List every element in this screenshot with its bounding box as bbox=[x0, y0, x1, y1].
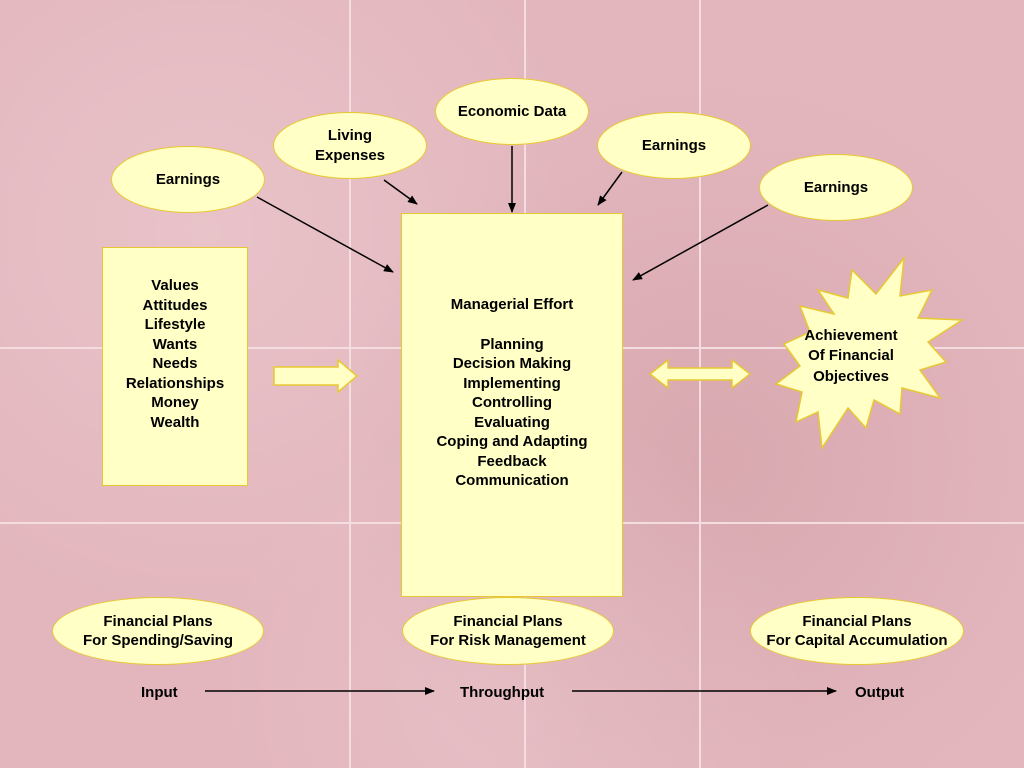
plan-spending-line-2: For Spending/Saving bbox=[82, 632, 233, 649]
earnings-right-oval: Earnings bbox=[759, 154, 913, 221]
managerial-item: Feedback bbox=[477, 452, 547, 470]
earnings-upper-right-oval: Earnings bbox=[597, 112, 751, 179]
input-label: Input bbox=[141, 684, 178, 701]
living-expenses-line-1: Living bbox=[327, 127, 373, 144]
managerial-item: Evaluating bbox=[474, 413, 550, 431]
values-item: Values bbox=[151, 277, 199, 294]
values-box: Values Attitudes Lifestyle Wants Needs R… bbox=[102, 247, 248, 486]
values-item: Needs bbox=[152, 355, 198, 372]
arrow-earnings-left bbox=[256, 196, 394, 273]
plan-capital-line-2: For Capital Accumulation bbox=[766, 632, 948, 649]
output-label: Output bbox=[855, 684, 905, 701]
plan-risk-oval: Financial Plans For Risk Management bbox=[402, 597, 614, 665]
values-item: Money bbox=[151, 394, 199, 411]
managerial-item: Implementing bbox=[463, 374, 561, 392]
managerial-item: Coping and Adapting bbox=[436, 433, 588, 450]
achievement-line-1: Achievement bbox=[804, 327, 898, 344]
block-arrow-right bbox=[273, 358, 359, 394]
earnings-upper-right-label: Earnings bbox=[641, 136, 707, 154]
background-seam bbox=[699, 0, 701, 768]
living-expenses-oval: Living Expenses bbox=[273, 112, 427, 179]
background-seam bbox=[349, 0, 351, 768]
plan-risk-line-1: Financial Plans bbox=[453, 612, 563, 630]
values-item: Wants bbox=[152, 335, 198, 353]
earnings-left-oval: Earnings bbox=[111, 146, 265, 213]
managerial-item: Communication bbox=[455, 472, 569, 489]
managerial-item: Decision Making bbox=[452, 355, 572, 372]
managerial-effort-box: Managerial Effort Planning Decision Maki… bbox=[401, 213, 623, 597]
plan-capital-oval: Financial Plans For Capital Accumulation bbox=[750, 597, 964, 665]
plan-capital-line-1: Financial Plans bbox=[802, 612, 912, 630]
values-item: Wealth bbox=[150, 413, 200, 431]
achievement-line-3: Objectives bbox=[813, 367, 889, 385]
achievement-label: Achievement Of Financial Objectives bbox=[776, 326, 926, 387]
plan-spending-line-1: Financial Plans bbox=[103, 612, 213, 630]
earnings-left-label: Earnings bbox=[155, 170, 221, 188]
plan-risk-line-2: For Risk Management bbox=[430, 632, 586, 649]
block-arrow-double bbox=[648, 358, 752, 390]
values-item: Lifestyle bbox=[144, 316, 206, 333]
living-expenses-line-2: Expenses bbox=[314, 146, 386, 164]
plan-spending-oval: Financial Plans For Spending/Saving bbox=[52, 597, 264, 665]
values-item: Attitudes bbox=[142, 296, 208, 314]
arrow-living-expenses bbox=[383, 179, 418, 205]
values-item: Relationships bbox=[125, 374, 225, 392]
arrow-earnings-right bbox=[632, 204, 769, 281]
managerial-item: Planning bbox=[480, 335, 544, 353]
managerial-effort-title: Managerial Effort bbox=[450, 296, 574, 313]
throughput-label: Throughput bbox=[460, 684, 545, 701]
earnings-right-label: Earnings bbox=[803, 178, 869, 196]
managerial-item: Controlling bbox=[472, 394, 552, 411]
achievement-line-2: Of Financial bbox=[808, 347, 894, 365]
values-list: Values Attitudes Lifestyle Wants Needs R… bbox=[126, 276, 224, 432]
economic-data-oval: Economic Data bbox=[435, 78, 589, 145]
economic-data-label: Economic Data bbox=[457, 102, 567, 120]
arrow-earnings-upper-right bbox=[597, 171, 623, 206]
starburst-shape bbox=[774, 255, 965, 451]
